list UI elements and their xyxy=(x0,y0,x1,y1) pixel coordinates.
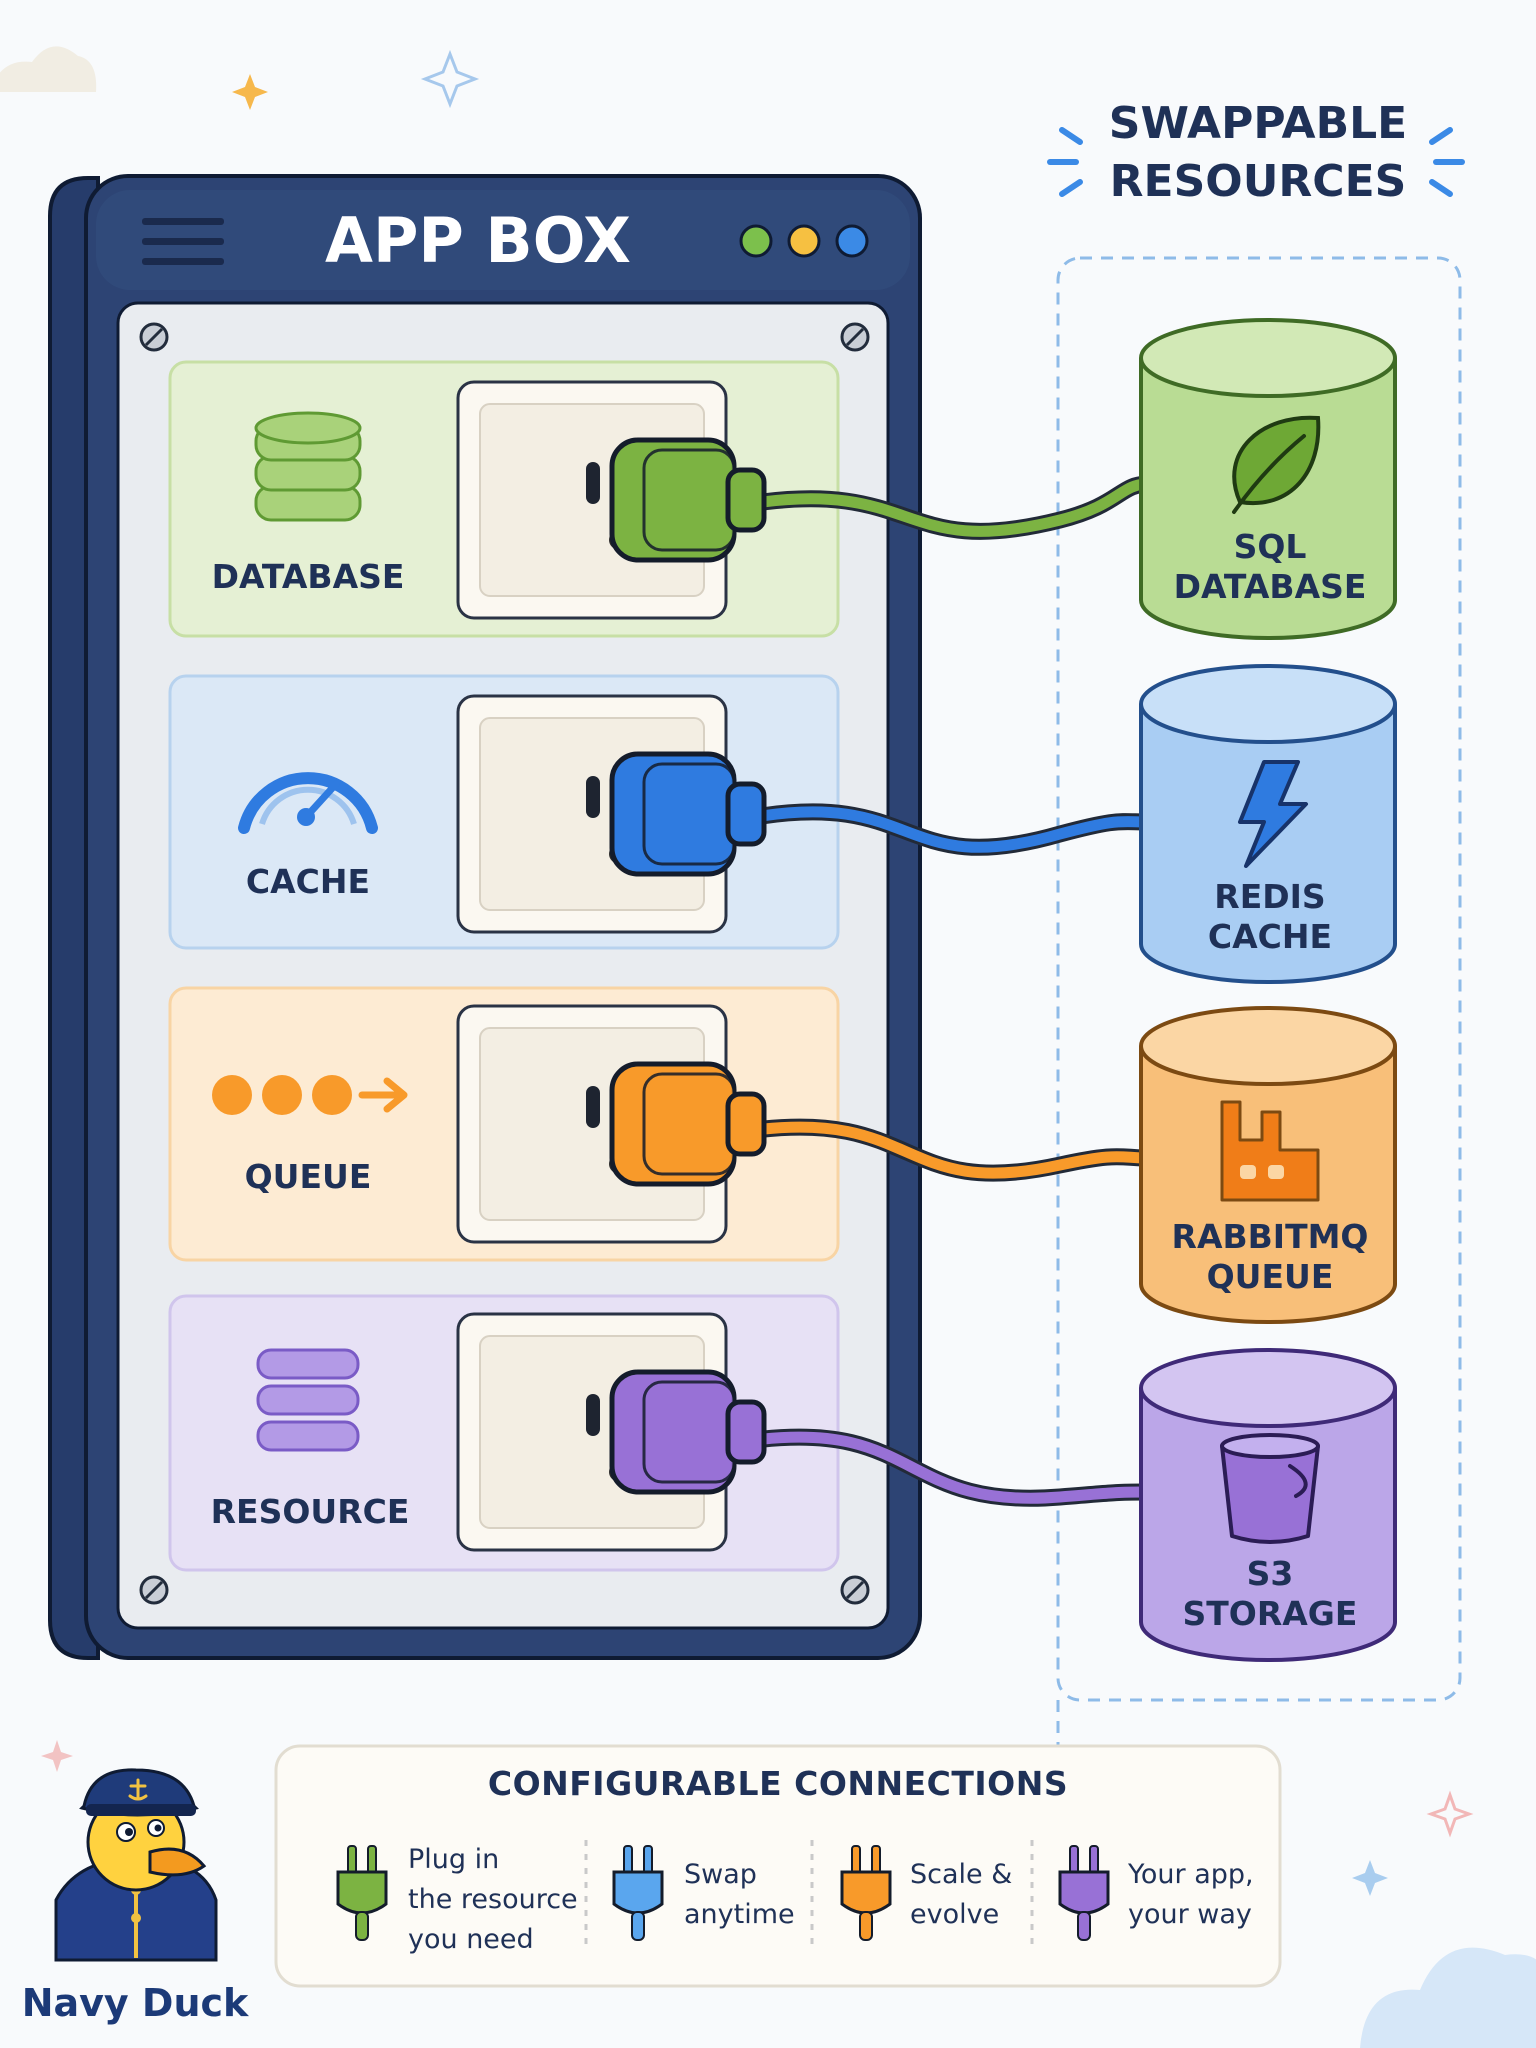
legend-item-line: anytime xyxy=(684,1899,795,1930)
legend-item-plug-in: Plug in the resource you need xyxy=(408,1840,578,1960)
legend-plug-icon xyxy=(336,1845,388,1941)
sparkle-icon xyxy=(232,74,268,110)
navy-duck-mascot-icon xyxy=(54,1768,218,1962)
slot-label: RESOURCE xyxy=(211,1492,410,1531)
background-decorations xyxy=(0,46,1536,2048)
slot-database: DATABASE xyxy=(168,360,840,638)
speedometer-icon xyxy=(238,772,378,834)
slot-queue: QUEUE xyxy=(168,986,840,1262)
resource-stack-icon xyxy=(256,1348,360,1452)
green-dot-icon xyxy=(739,224,773,258)
legend-box xyxy=(274,1744,1282,1988)
legend-plugs xyxy=(336,1845,1110,1941)
legend-title: CONFIGURABLE CONNECTIONS xyxy=(487,1764,1069,1803)
resource-label: QUEUE xyxy=(1207,1257,1334,1296)
slot-cache: CACHE xyxy=(168,674,840,950)
cable-purple xyxy=(749,1431,1154,1504)
resource-label: DATABASE xyxy=(1174,567,1367,606)
window-controls xyxy=(739,224,869,258)
legend-item-swap: Swap anytime xyxy=(684,1855,795,1935)
legend-item-scale: Scale & evolve xyxy=(910,1855,1012,1935)
cables xyxy=(746,475,1157,1507)
legend-item-line: evolve xyxy=(910,1899,1000,1930)
screw-icon xyxy=(139,322,169,352)
plug-queue[interactable] xyxy=(609,1061,767,1187)
plug-database[interactable] xyxy=(609,437,767,563)
dashed-panel-frame xyxy=(1056,256,1462,1702)
resource-label: STORAGE xyxy=(1183,1594,1358,1633)
panel-title-line: RESOURCES xyxy=(1110,156,1407,207)
cloud-icon xyxy=(1360,1947,1536,2048)
legend-item-line: Swap xyxy=(684,1859,757,1890)
cable-orange xyxy=(749,1121,1154,1179)
plugs xyxy=(609,437,767,1495)
legend-frame xyxy=(274,1744,1282,1988)
resource-label: REDIS xyxy=(1214,877,1325,916)
slot-label: QUEUE xyxy=(245,1157,372,1196)
resource-label: RABBITMQ xyxy=(1172,1217,1369,1256)
legend-plug-icon xyxy=(1058,1845,1110,1941)
database-stack-icon xyxy=(254,411,362,522)
slot-resource: RESOURCE xyxy=(168,1294,840,1572)
sparkle-icon xyxy=(1352,1860,1388,1896)
legend-item-line: Scale & xyxy=(910,1859,1013,1890)
slot-label: DATABASE xyxy=(212,557,405,596)
lightning-icon xyxy=(1238,760,1308,868)
leaf-icon xyxy=(1232,415,1321,514)
resource-label: CACHE xyxy=(1208,917,1332,956)
cable-blue xyxy=(749,806,1154,853)
yellow-dot-icon xyxy=(787,224,821,258)
screw-icon xyxy=(840,1575,870,1605)
panel-title-line: SWAPPABLE xyxy=(1109,98,1407,149)
blue-dot-icon xyxy=(835,224,869,258)
legend-item-your-app: Your app, your way xyxy=(1128,1855,1254,1935)
legend-plug-icon xyxy=(612,1845,664,1941)
sparkle-icon xyxy=(41,1740,73,1772)
bucket-icon xyxy=(1220,1433,1320,1544)
slot-label: CACHE xyxy=(246,862,370,901)
cloud-icon xyxy=(0,46,97,92)
legend-item-line: the resource xyxy=(408,1884,578,1915)
queue-dots-arrow-icon xyxy=(212,1075,408,1115)
app-box-title: APP BOX xyxy=(325,204,631,277)
plug-resource[interactable] xyxy=(609,1369,767,1495)
legend-item-line: Your app, xyxy=(1128,1859,1254,1890)
legend-item-line: your way xyxy=(1128,1899,1252,1930)
resource-label: S3 xyxy=(1247,1554,1294,1593)
legend-plug-icon xyxy=(840,1845,892,1941)
resource-redis-cache[interactable]: REDIS CACHE xyxy=(1139,664,1397,984)
resource-s3-storage[interactable]: S3 STORAGE xyxy=(1139,1348,1397,1662)
cable-green xyxy=(749,478,1154,537)
screw-icon xyxy=(840,322,870,352)
sparkle-icon xyxy=(420,49,480,109)
rabbitmq-icon xyxy=(1220,1100,1320,1202)
resource-sql-database[interactable]: SQL DATABASE xyxy=(1139,318,1397,640)
swappable-resources-panel: SWAPPABLE RESOURCES xyxy=(1047,98,1465,1745)
hamburger-icon[interactable] xyxy=(142,218,224,265)
title-burst-icon xyxy=(1047,127,1465,197)
sparkle-icon xyxy=(1426,1790,1474,1838)
resource-label: SQL xyxy=(1234,527,1307,566)
screw-icon xyxy=(139,1575,169,1605)
resource-rabbitmq-queue[interactable]: RABBITMQ QUEUE xyxy=(1139,1006,1397,1324)
legend-item-line: Plug in xyxy=(408,1844,500,1875)
plug-cache[interactable] xyxy=(609,751,767,877)
legend-item-line: you need xyxy=(408,1924,534,1955)
brand-name: Navy Duck xyxy=(21,1981,249,2025)
